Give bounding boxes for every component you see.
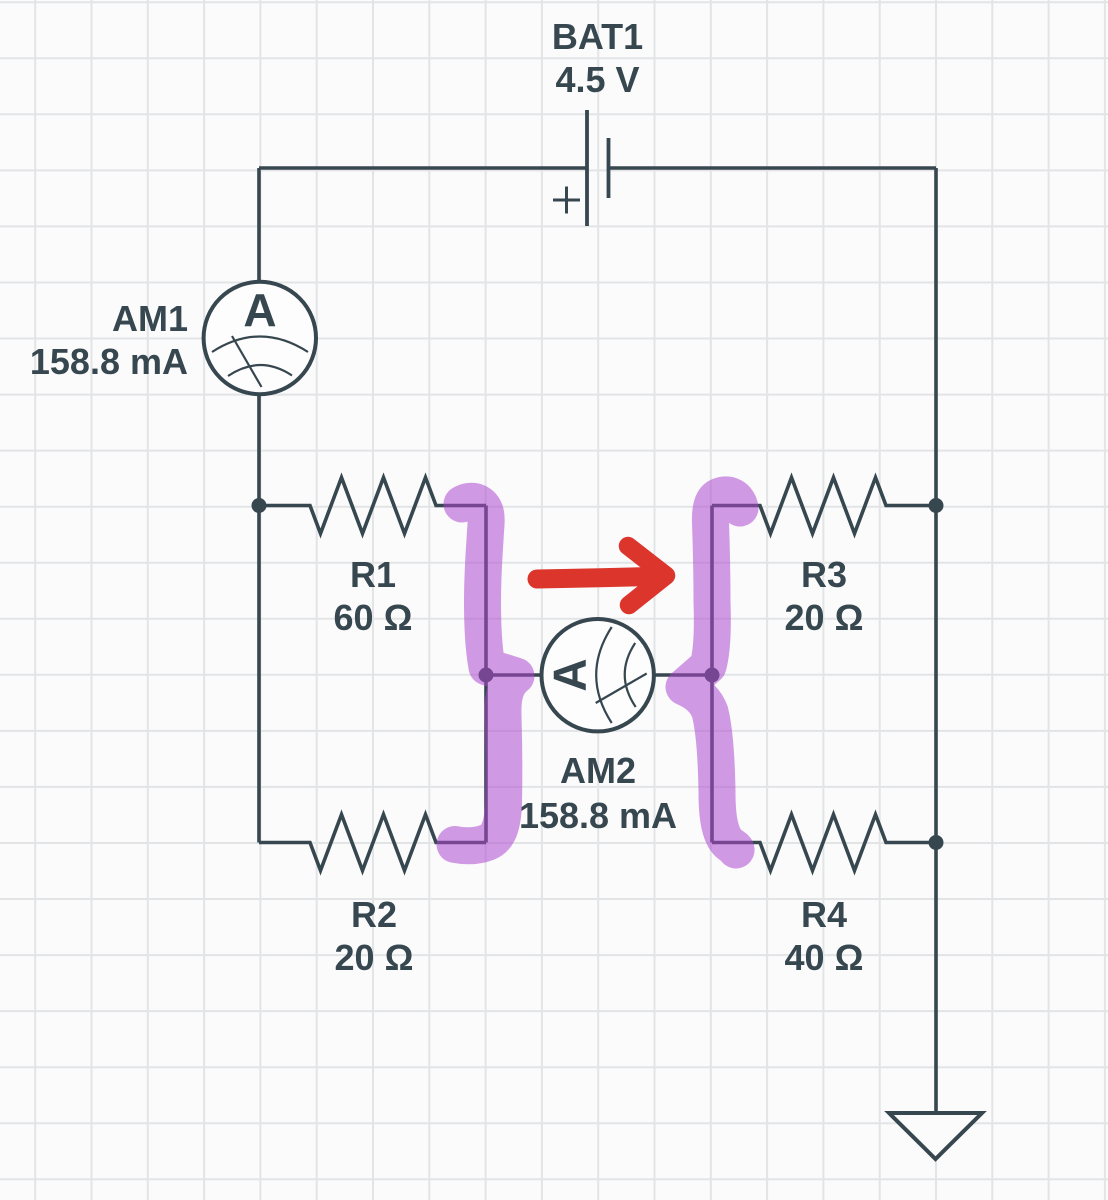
svg-text:R2: R2 — [351, 894, 397, 935]
svg-text:AM1: AM1 — [112, 298, 188, 339]
svg-text:158.8 mA: 158.8 mA — [30, 341, 188, 382]
svg-text:A: A — [544, 658, 596, 691]
svg-text:158.8 mA: 158.8 mA — [519, 795, 677, 836]
svg-text:4.5 V: 4.5 V — [555, 59, 639, 100]
svg-text:BAT1: BAT1 — [552, 16, 643, 57]
svg-text:40 Ω: 40 Ω — [785, 937, 864, 978]
svg-text:20 Ω: 20 Ω — [785, 597, 864, 638]
svg-text:R3: R3 — [801, 554, 847, 595]
svg-text:60 Ω: 60 Ω — [334, 597, 413, 638]
svg-text:AM2: AM2 — [560, 750, 636, 791]
svg-text:R4: R4 — [801, 894, 847, 935]
svg-text:A: A — [243, 284, 276, 336]
svg-text:20 Ω: 20 Ω — [335, 937, 414, 978]
svg-text:R1: R1 — [350, 554, 396, 595]
